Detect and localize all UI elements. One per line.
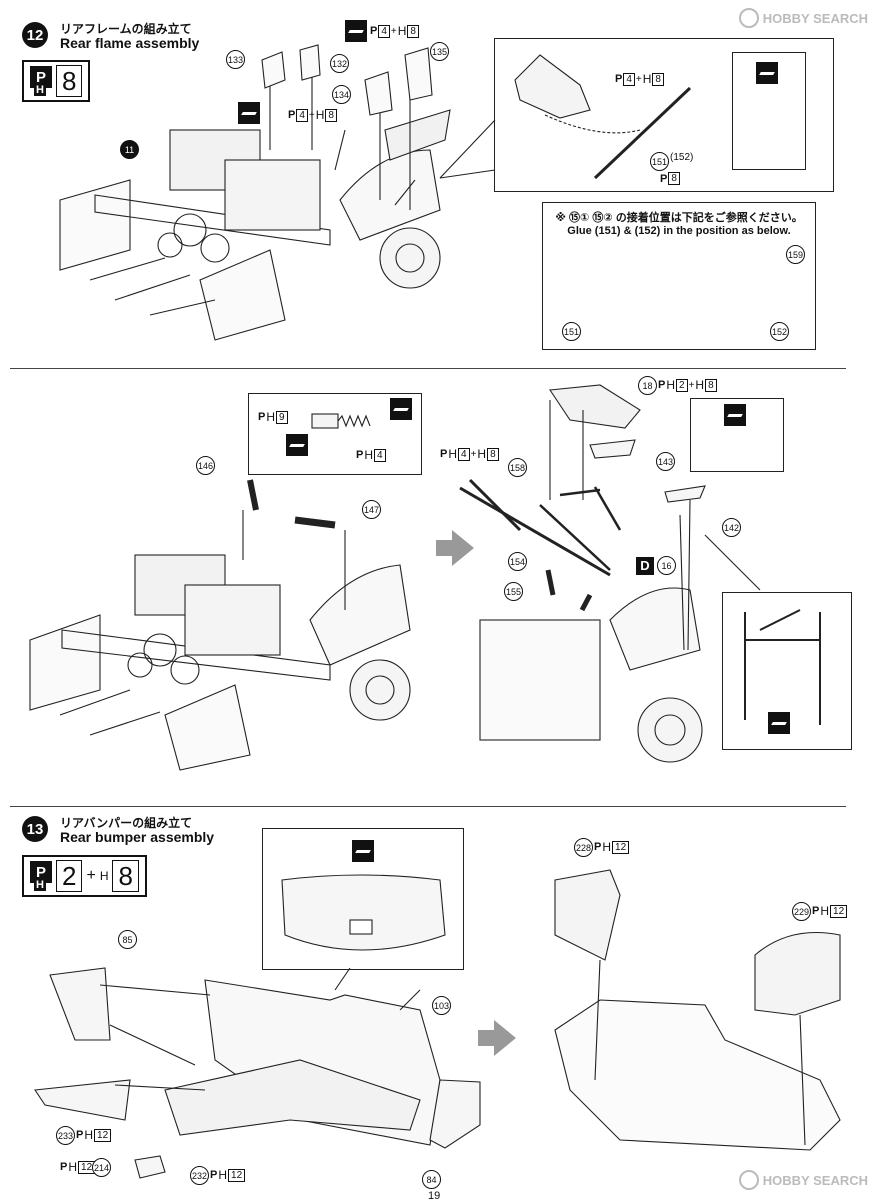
section-divider bbox=[10, 806, 846, 807]
hobby-search-logo-icon bbox=[738, 1170, 759, 1190]
frame-detail-box bbox=[722, 592, 852, 750]
part-18: 18 bbox=[638, 376, 657, 395]
part-154: 154 bbox=[508, 552, 527, 571]
shock-detail-frame bbox=[248, 393, 422, 475]
glue-position-note: ※ ⑮① ⑮② の接着位置は下記をご参照ください。 Glue (151) & (… bbox=[542, 202, 816, 350]
part-152: 152 bbox=[770, 322, 789, 341]
step12-small-parts bbox=[261, 44, 433, 116]
section-divider bbox=[10, 368, 846, 369]
step-13-badge: 13 bbox=[22, 816, 48, 842]
watermark: HOBBY SEARCH bbox=[738, 1170, 868, 1190]
detail-frame bbox=[494, 38, 834, 192]
part-155: 155 bbox=[504, 582, 523, 601]
middle-left-chassis-drawing bbox=[29, 479, 411, 771]
paint-code: 8 bbox=[56, 65, 83, 97]
part-132: 132 bbox=[330, 54, 349, 73]
part-84: 84 bbox=[422, 1170, 441, 1189]
part-85: 85 bbox=[118, 930, 137, 949]
step-13-title-en: Rear bumper assembly bbox=[60, 829, 215, 845]
step-12-title-en: Rear flame assembly bbox=[60, 35, 200, 51]
part-228: 228 bbox=[574, 838, 593, 857]
bumper-detail-drawing bbox=[281, 874, 446, 951]
hobby-search-logo-icon bbox=[738, 8, 759, 28]
glue-icon bbox=[390, 398, 412, 420]
next-step-arrow bbox=[436, 530, 474, 566]
next-step-arrow bbox=[478, 1020, 516, 1056]
part-103: 103 bbox=[432, 996, 451, 1015]
middle-right-frame-drawing bbox=[459, 384, 706, 763]
part-229: 229 bbox=[792, 902, 811, 921]
glue-icon bbox=[286, 434, 308, 456]
glue-icon bbox=[724, 404, 746, 426]
note-en: Glue (151) & (152) in the position as be… bbox=[567, 225, 791, 237]
glue-icon bbox=[768, 712, 790, 734]
side-frame-drawing bbox=[744, 609, 821, 725]
note-jp: ※ ⑮① ⑮② の接着位置は下記をご参照ください。 bbox=[555, 212, 803, 224]
part-134: 134 bbox=[332, 85, 351, 104]
bumper-main-drawing bbox=[34, 967, 481, 1179]
glue-icon bbox=[352, 840, 374, 862]
bumper-detail-frame bbox=[262, 828, 464, 970]
part-143: 143 bbox=[656, 452, 675, 471]
part-214: 214 bbox=[92, 1158, 111, 1177]
page-number: 19 bbox=[428, 1190, 441, 1202]
part-133: 133 bbox=[226, 50, 245, 69]
part-151: 151 bbox=[650, 152, 669, 171]
step-11-ref: 11 bbox=[120, 140, 139, 159]
glue-detail-frame bbox=[690, 398, 784, 472]
step-13-title-jp: リアバンパーの組み立て bbox=[60, 816, 193, 830]
spring-detail-drawing bbox=[311, 413, 371, 429]
glue-detail-frame bbox=[732, 52, 806, 170]
part-158: 158 bbox=[508, 458, 527, 477]
detail-arm-drawing bbox=[514, 54, 692, 180]
part-233: 233 bbox=[56, 1126, 75, 1145]
watermark: HOBBY SEARCH bbox=[738, 8, 868, 28]
part-135: 135 bbox=[430, 42, 449, 61]
part-147: 147 bbox=[362, 500, 381, 519]
part-232: 232 bbox=[190, 1166, 209, 1185]
bumper-assembled-drawing bbox=[554, 869, 841, 1151]
glue-icon bbox=[756, 62, 778, 84]
step-12-title-jp: リアフレームの組み立て bbox=[60, 22, 192, 36]
part-159: 159 bbox=[786, 245, 805, 264]
part-151: 151 bbox=[562, 322, 581, 341]
part-142: 142 bbox=[722, 518, 741, 537]
decal-ref: D 16 bbox=[636, 556, 676, 575]
glue-icon bbox=[238, 102, 260, 124]
step12-chassis-drawing bbox=[59, 70, 451, 341]
part-146: 146 bbox=[196, 456, 215, 475]
step-12-badge: 12 bbox=[22, 22, 48, 48]
part-152-label: (152) bbox=[670, 152, 694, 163]
glue-icon bbox=[345, 20, 367, 42]
